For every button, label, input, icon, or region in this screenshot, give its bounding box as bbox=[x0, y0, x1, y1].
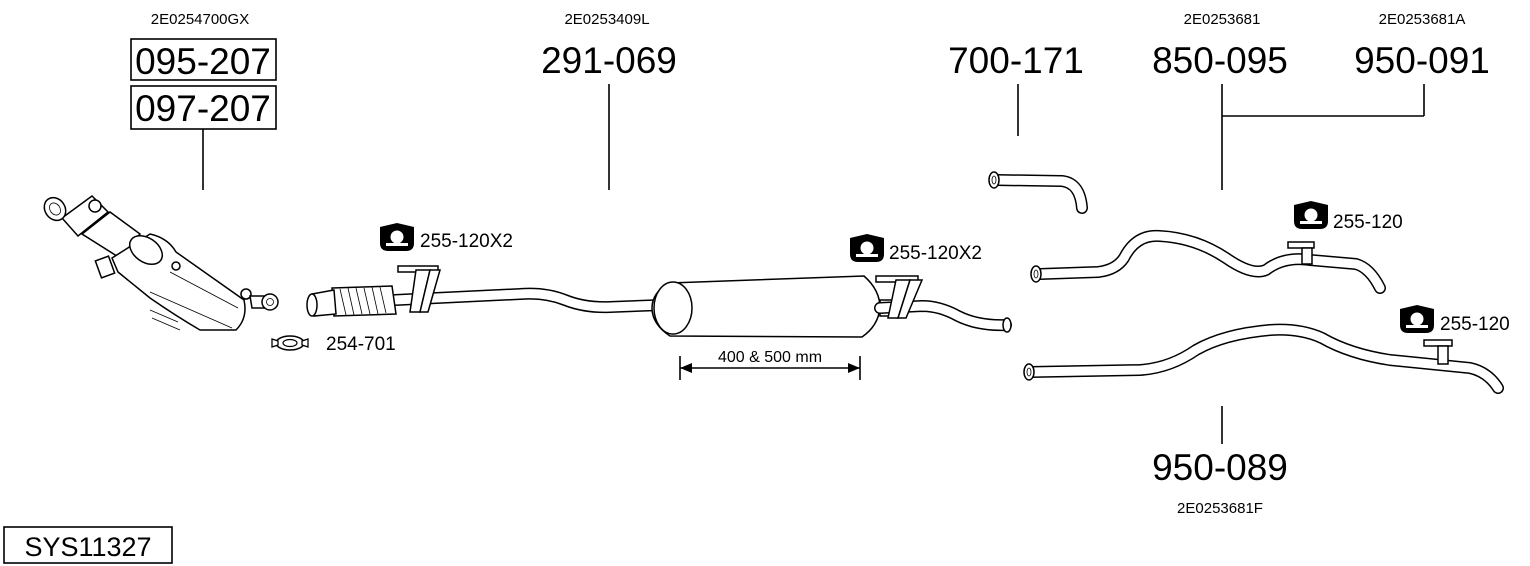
middle-pipe-part[interactable] bbox=[306, 265, 1012, 338]
oem-number-middle: 2E0253409L bbox=[564, 11, 649, 28]
part-number-291-069[interactable]: 291-069 bbox=[541, 40, 677, 81]
part-number-700-171[interactable]: 700-171 bbox=[948, 40, 1084, 81]
clamp-icon bbox=[271, 335, 309, 351]
length-dimension-label: 400 & 500 mm bbox=[718, 349, 822, 366]
oem-number-rear-b: 2E0253681A bbox=[1379, 11, 1466, 28]
part-number-950-089[interactable]: 950-089 bbox=[1152, 447, 1288, 488]
part-box-095-207 bbox=[130, 38, 277, 81]
hanger-label-b[interactable]: 255-120 bbox=[1440, 314, 1510, 335]
leader-lines bbox=[202, 84, 1425, 444]
rubber-hanger-icon bbox=[380, 223, 414, 251]
system-id-box bbox=[3, 526, 173, 564]
part-number-097-207[interactable]: 097-207 bbox=[135, 88, 271, 129]
hanger-label-x2-a[interactable]: 255-120X2 bbox=[420, 231, 513, 252]
part-number-950-091[interactable]: 950-091 bbox=[1354, 40, 1490, 81]
clamp-label[interactable]: 254-701 bbox=[326, 334, 396, 355]
system-id: SYS11327 bbox=[24, 532, 151, 562]
hanger-label-a[interactable]: 255-120 bbox=[1333, 212, 1403, 233]
oem-number-rear-c: 2E0253681F bbox=[1177, 500, 1263, 517]
rear-pipe-850-095[interactable] bbox=[1030, 229, 1386, 294]
tail-pipe-700-171[interactable] bbox=[988, 171, 1088, 214]
rubber-hanger-icon bbox=[1400, 305, 1434, 333]
rubber-hanger-icon bbox=[1294, 201, 1328, 229]
hanger-label-x2-b[interactable]: 255-120X2 bbox=[889, 243, 982, 264]
rubber-hanger-icon bbox=[850, 234, 884, 262]
length-dimension: 400 & 500 mm bbox=[679, 349, 861, 380]
particulate-filter-part[interactable] bbox=[40, 193, 279, 331]
part-number-095-207[interactable]: 095-207 bbox=[135, 41, 271, 82]
rear-pipe-950-089[interactable] bbox=[1023, 323, 1504, 394]
oem-number-front: 2E0254700GX bbox=[151, 11, 249, 28]
part-number-850-095[interactable]: 850-095 bbox=[1152, 40, 1288, 81]
oem-number-rear-a: 2E0253681 bbox=[1184, 11, 1261, 28]
